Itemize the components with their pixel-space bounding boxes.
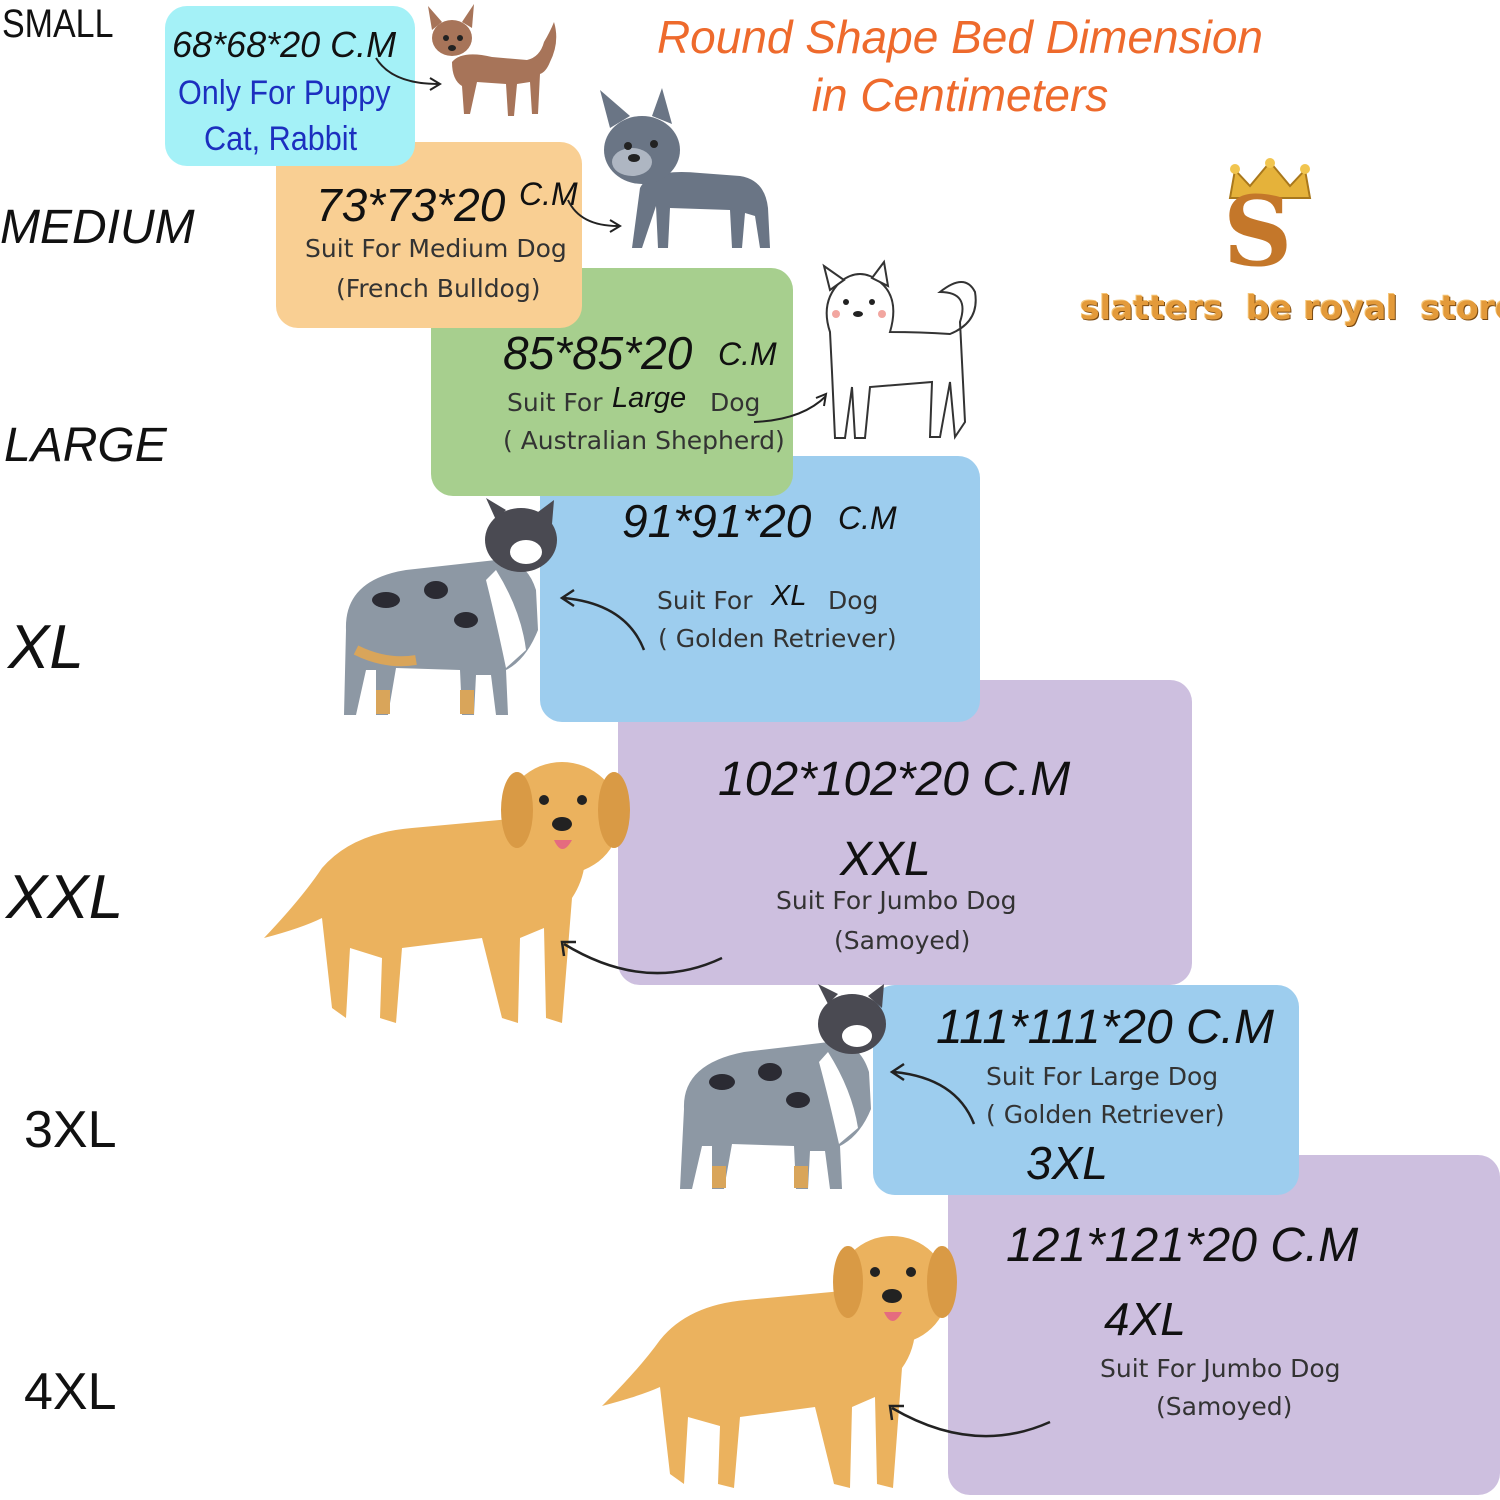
xl-line-2: ( Golden Retriever): [658, 624, 897, 653]
xl-line-1a: Suit For: [657, 586, 753, 615]
arrow-small: [375, 57, 442, 91]
small-dimension: 68*68*20 C.M: [172, 24, 397, 65]
large-line-1c: Dog: [710, 388, 761, 417]
large-line-1a: Suit For: [507, 388, 603, 417]
large-unit: C.M: [718, 336, 777, 372]
australian-shepherd-icon-2: [680, 984, 886, 1189]
card-4xl: [948, 1155, 1500, 1495]
title-line-1: Round Shape Bed Dimension: [656, 11, 1264, 63]
size-label-xxl: XXL: [6, 863, 124, 932]
card-xxl: [618, 680, 1192, 985]
4xl-dimension: 121*121*20 C.M: [1006, 1219, 1359, 1272]
4xl-line-1: Suit For Jumbo Dog: [1100, 1354, 1341, 1383]
medium-dimension: 73*73*20: [316, 179, 506, 231]
3xl-size: 3XL: [1026, 1137, 1108, 1189]
size-label-xl: XL: [8, 613, 84, 682]
4xl-line-2: (Samoyed): [1156, 1392, 1293, 1421]
brand-letter: S: [1223, 175, 1293, 288]
card-3xl: [873, 985, 1299, 1195]
card-medium: [276, 142, 582, 328]
page-title: Round Shape Bed Dimension in Centimeters: [620, 8, 1300, 124]
large-dimension: 85*85*20: [503, 327, 693, 379]
golden-retriever-icon-2: [602, 1236, 957, 1488]
xxl-line-2: (Samoyed): [834, 926, 971, 955]
size-label-3xl: 3XL: [24, 1101, 117, 1159]
xxl-dimension: 102*102*20 C.M: [718, 753, 1071, 806]
small-line-1: Only For Puppy: [178, 74, 391, 112]
large-line-1b: Large: [612, 382, 687, 414]
small-line-2: Cat, Rabbit: [204, 120, 358, 158]
xl-unit: C.M: [838, 500, 897, 536]
xxl-line-1: Suit For Jumbo Dog: [776, 886, 1017, 915]
medium-unit: C.M: [519, 176, 578, 212]
arrow-large: [753, 392, 828, 423]
card-small: [165, 6, 415, 166]
samoyed-icon: [822, 259, 977, 440]
australian-shepherd-icon: [344, 498, 557, 715]
brand-logo: S slatters be royal store: [1075, 158, 1500, 340]
size-label-4xl: 4XL: [24, 1363, 117, 1421]
french-bulldog-icon: [600, 88, 770, 248]
title-line-2: in Centimeters: [811, 69, 1109, 121]
golden-retriever-icon: [264, 762, 630, 1023]
size-label-large: LARGE: [4, 419, 167, 472]
card-xl: [540, 456, 980, 722]
arrow-xxl: [560, 940, 723, 975]
3xl-line-1: Suit For Large Dog: [986, 1062, 1219, 1091]
medium-line-2: (French Bulldog): [336, 274, 541, 303]
arrow-3xl: [889, 1062, 976, 1125]
arrow-4xl: [888, 1404, 1051, 1438]
chihuahua-icon: [428, 4, 557, 116]
size-label-medium: MEDIUM: [0, 201, 195, 254]
brand-name: slatters be royal store: [1080, 288, 1500, 327]
4xl-size: 4XL: [1104, 1293, 1186, 1345]
xl-dimension: 91*91*20: [622, 495, 812, 547]
size-label-small: SMALL: [2, 2, 114, 46]
large-line-2: ( Australian Shepherd): [503, 426, 785, 455]
crown-icon: [1228, 158, 1312, 199]
xxl-size: XXL: [840, 833, 931, 886]
arrow-medium: [567, 199, 622, 233]
medium-line-1: Suit For Medium Dog: [305, 234, 567, 263]
3xl-dimension: 111*111*20 C.M: [936, 1001, 1274, 1054]
arrow-xl: [559, 588, 646, 651]
3xl-line-2: ( Golden Retriever): [986, 1100, 1225, 1129]
xl-line-1b: XL: [771, 580, 807, 612]
xl-line-1c: Dog: [828, 586, 879, 615]
